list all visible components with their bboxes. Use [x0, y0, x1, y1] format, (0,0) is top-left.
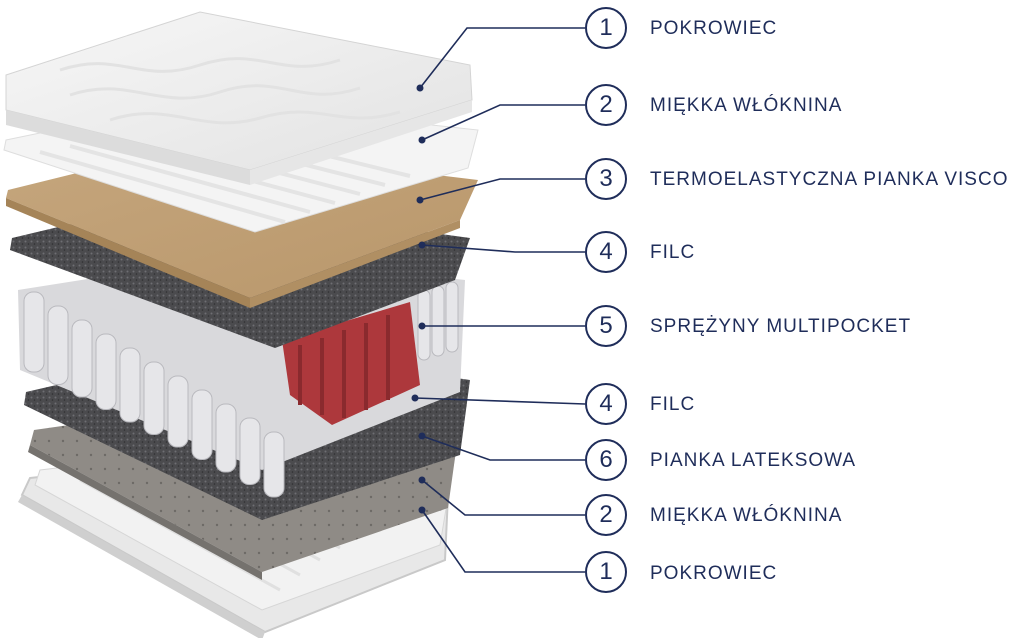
layer-label: POKROWIEC	[650, 18, 778, 39]
layer-label: TERMOELASTYCZNA PIANKA VISCO	[650, 169, 1009, 190]
callout-line-3	[419, 178, 585, 201]
layer-number-badge: 3	[585, 158, 627, 200]
layer-label: SPRĘŻYNY MULTIPOCKET	[650, 316, 912, 337]
spring-column	[119, 347, 141, 423]
layer-label: FILC	[650, 394, 696, 415]
spring-column	[143, 361, 165, 435]
callout-dots	[411, 84, 426, 514]
layer-top-cover	[5, 11, 473, 185]
callout-line-4	[421, 244, 585, 253]
layer-label: MIĘKKA WŁÓKNINA	[650, 95, 843, 116]
spring-column	[215, 403, 237, 473]
spring-column	[191, 389, 213, 460]
callout-line-9	[421, 509, 585, 573]
layer-number-badge: 1	[585, 551, 627, 593]
spring-columns	[23, 281, 459, 498]
callout-line-1	[419, 27, 585, 89]
spring-column	[23, 291, 45, 373]
callout-line-8	[421, 479, 585, 516]
callout-line-7	[421, 435, 585, 461]
layer-number-badge: 2	[585, 494, 627, 536]
layer-number-badge: 5	[585, 305, 627, 347]
spring-column	[71, 319, 93, 398]
spring-column	[263, 431, 285, 498]
callout-lines	[414, 27, 586, 573]
layer-number-badge: 4	[585, 383, 627, 425]
layer-label: MIĘKKA WŁÓKNINA	[650, 505, 843, 526]
layer-number-badge: 1	[585, 7, 627, 49]
callout-line-6	[414, 397, 586, 405]
spring-column	[167, 375, 189, 448]
layer-label: POKROWIEC	[650, 563, 778, 584]
spring-column	[239, 417, 261, 485]
spring-column	[445, 281, 459, 353]
layer-number-badge: 4	[585, 231, 627, 273]
layer-number-badge: 6	[585, 439, 627, 481]
layer-label: FILC	[650, 242, 696, 263]
spring-column	[431, 285, 445, 357]
spring-column	[47, 305, 69, 385]
spring-column	[95, 333, 117, 410]
layer-number-badge: 2	[585, 84, 627, 126]
layer-label: PIANKA LATEKSOWA	[650, 450, 857, 471]
callout-line-2	[421, 104, 585, 141]
